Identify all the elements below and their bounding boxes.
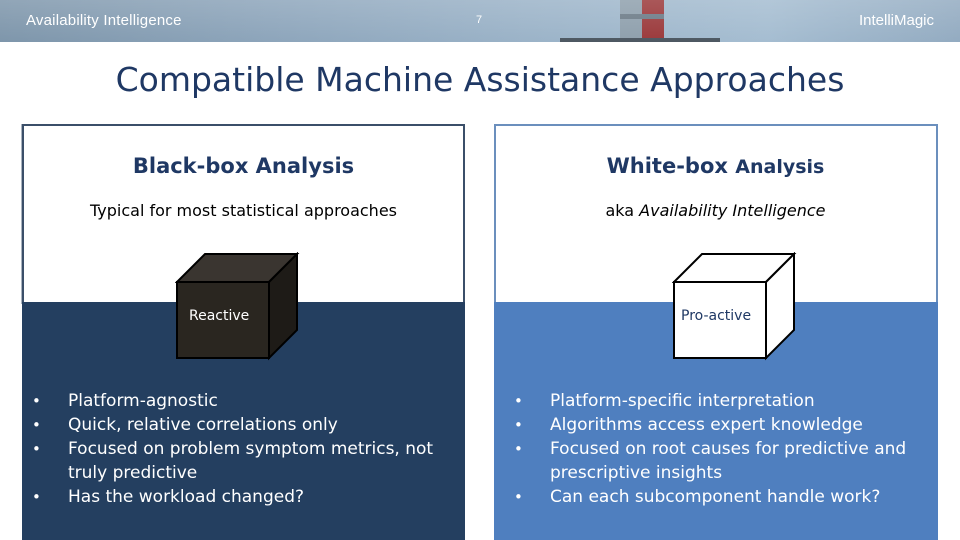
slide-title: Compatible Machine Assistance Approaches: [0, 60, 960, 99]
black-box-heading: Black-box Analysis: [22, 154, 465, 178]
black-box-subtitle: Typical for most statistical approaches: [22, 201, 465, 220]
pro-active-label: Pro-active: [681, 308, 751, 324]
list-item: •Focused on problem symptom metrics, not…: [26, 437, 456, 485]
list-item: •Can each subcomponent handle work?: [508, 485, 938, 509]
brand-intellimagic-logo: IntelliMagic: [859, 12, 934, 29]
reactive-label: Reactive: [189, 308, 249, 324]
black-box-bullet-list: •Platform-agnostic •Quick, relative corr…: [26, 389, 456, 509]
list-item: •Quick, relative correlations only: [26, 413, 456, 437]
black-cube-icon: [175, 252, 300, 362]
list-item: •Algorithms access expert knowledge: [508, 413, 938, 437]
list-item: •Platform-specific interpretation: [508, 389, 938, 413]
brand-availability-intelligence: Availability Intelligence: [26, 12, 182, 29]
white-box-subtitle: aka Availability Intelligence: [494, 201, 937, 220]
list-item: •Focused on root causes for predictive a…: [508, 437, 938, 485]
white-box-heading: White-box Analysis: [494, 154, 937, 178]
list-item: •Has the workload changed?: [26, 485, 456, 509]
white-box-bullet-list: •Platform-specific interpretation •Algor…: [508, 389, 938, 509]
list-item: •Platform-agnostic: [26, 389, 456, 413]
white-cube-icon: [672, 252, 797, 362]
page-number: 7: [476, 14, 482, 26]
